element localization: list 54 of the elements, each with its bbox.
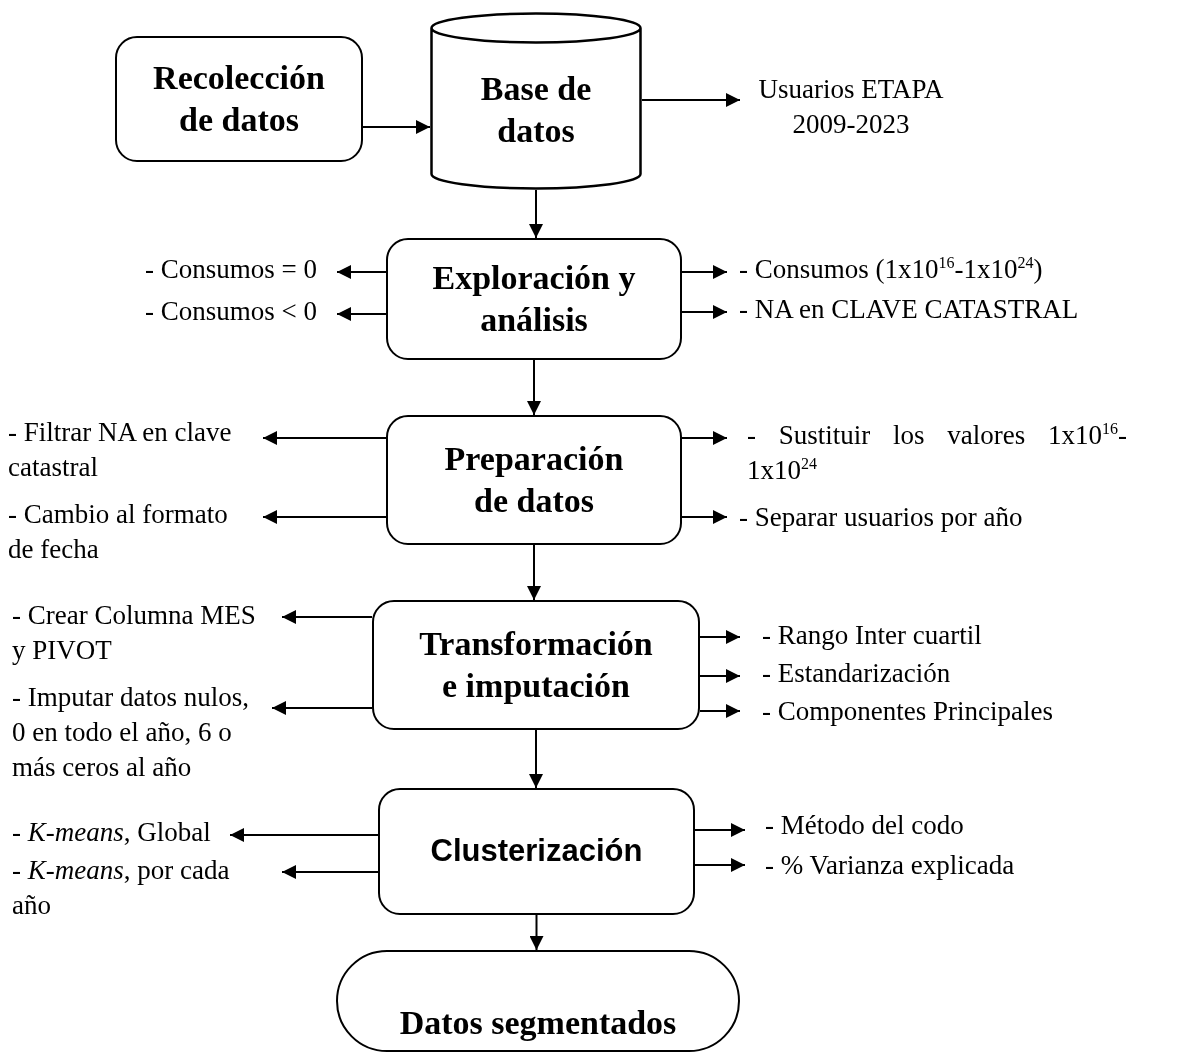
box-title: Clusterización xyxy=(430,832,643,871)
note-text: - Separar usuarios por año xyxy=(727,500,1189,540)
arrow xyxy=(336,265,387,279)
arrow xyxy=(681,305,728,319)
process-box xyxy=(372,600,700,730)
note-text: - Componentes Principales xyxy=(740,694,1160,732)
box-title: Datos segmentados xyxy=(399,1002,677,1043)
process-box xyxy=(378,788,695,915)
note-text: Usuarios ETAPA 2009-2023 xyxy=(740,72,962,152)
note-text: - NA en CLAVE CATASTRAL xyxy=(727,292,1189,332)
arrow xyxy=(681,510,728,524)
process-box xyxy=(386,415,682,545)
note-text: - Rango Inter cuartil xyxy=(740,618,1160,656)
note-text: - Cambio al formato de fecha xyxy=(8,497,263,569)
note-text: - Filtrar NA en clave catastral xyxy=(8,415,263,487)
box-title: Preparación de datos xyxy=(443,438,625,521)
box-title: Recolección de datos xyxy=(152,57,326,140)
arrow xyxy=(641,93,741,107)
note-text: - Consumos (1x10$^{16}$-1x10$^{24}$) xyxy=(727,252,1189,292)
note-text: - Estandarización xyxy=(740,656,1160,694)
note-text: - Método del codo xyxy=(745,808,1165,846)
note-text: - Consumos = 0 xyxy=(145,252,337,292)
arrow xyxy=(699,630,741,644)
arrow xyxy=(694,858,746,872)
note-text: - K-means, Global xyxy=(12,815,230,853)
arrow xyxy=(281,865,379,879)
arrow xyxy=(262,431,387,445)
process-box xyxy=(386,238,682,360)
note-text: - K-means, por cada año xyxy=(12,853,282,925)
box-title: Exploración y análisis xyxy=(431,257,637,340)
arrow xyxy=(699,704,741,718)
arrow xyxy=(681,431,728,445)
note-text: - Consumos < 0 xyxy=(145,294,337,334)
arrow xyxy=(694,823,746,837)
arrow xyxy=(362,120,431,134)
arrow xyxy=(281,610,373,624)
arrow xyxy=(336,307,387,321)
note-text: - Sustituir los valores 1x10$^{16}$-1x10$^{24}$ xyxy=(727,418,1127,490)
box-title: Base de datos xyxy=(479,68,593,151)
arrow xyxy=(271,701,373,715)
arrow xyxy=(527,359,541,416)
arrow xyxy=(699,669,741,683)
arrow xyxy=(529,914,544,951)
arrow xyxy=(529,189,543,239)
arrow xyxy=(529,729,543,789)
box-title: Transformación e imputación xyxy=(418,623,654,706)
note-text: - Crear Columna MES y PIVOT xyxy=(12,598,282,670)
arrow xyxy=(681,265,728,279)
note-text: - Imputar datos nulos, 0 en todo el año, 6 o más ceros al año xyxy=(12,680,272,790)
arrow xyxy=(262,510,387,524)
arrow xyxy=(527,544,541,601)
arrow xyxy=(229,828,379,842)
process-box xyxy=(115,36,363,162)
note-text: - % Varianza explicada xyxy=(745,848,1165,886)
